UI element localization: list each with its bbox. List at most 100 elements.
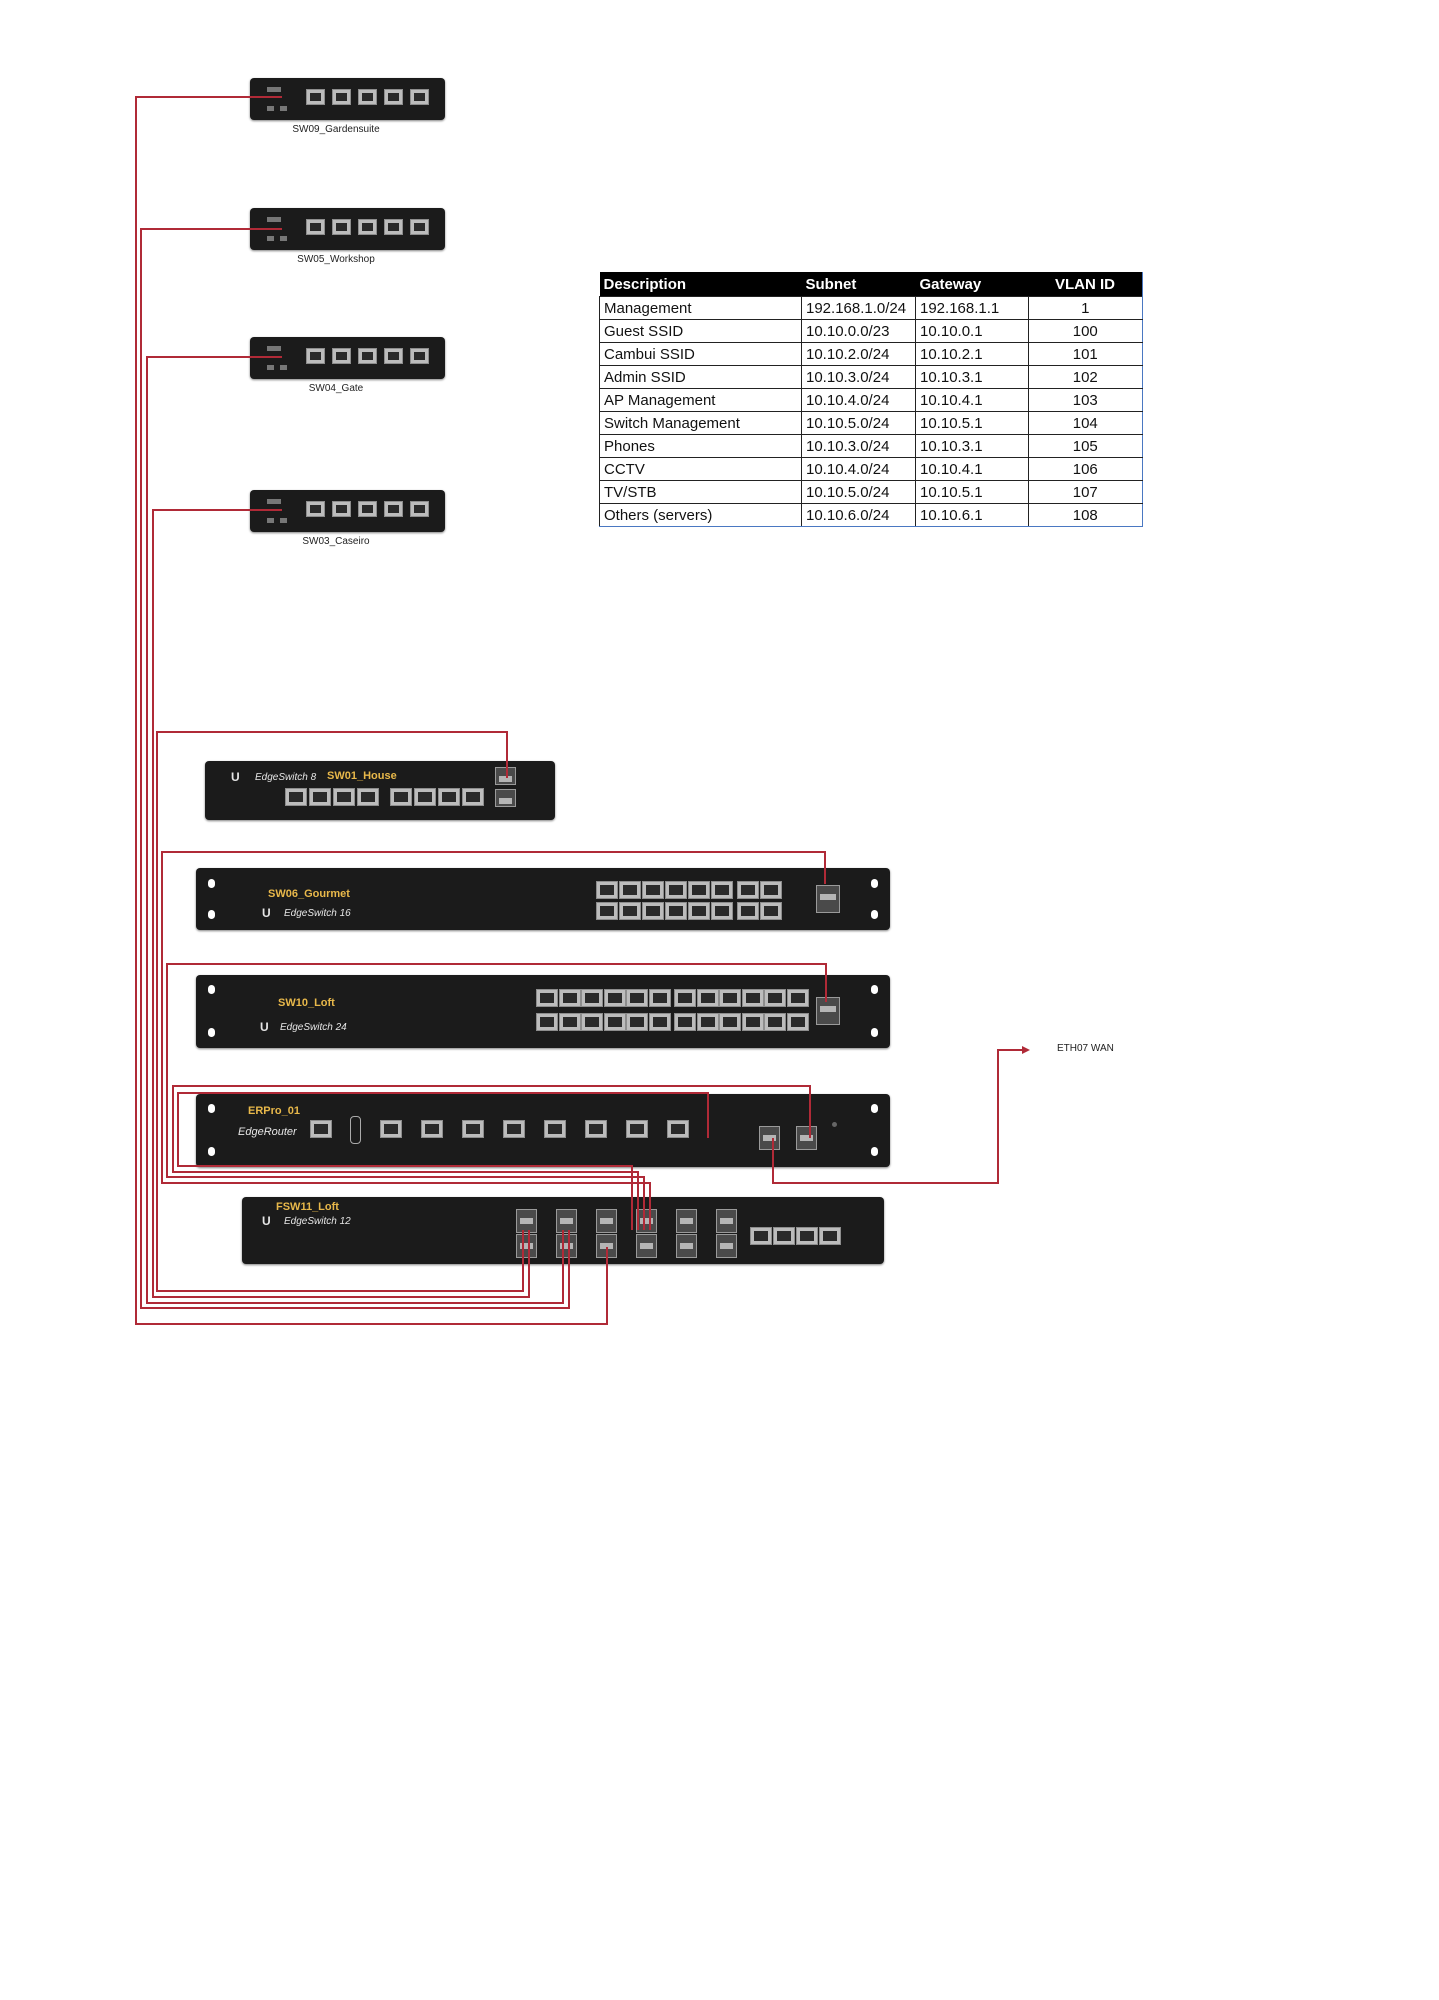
table-cell: 192.168.1.1 [915, 296, 1029, 320]
ethernet-port [309, 788, 331, 806]
ethernet-port [544, 1120, 566, 1138]
table-cell: AP Management [599, 388, 802, 412]
router-erpro: ERPro_01 EdgeRouter [196, 1094, 890, 1167]
table-cell: 10.10.2.0/24 [801, 342, 916, 366]
table-cell: 100 [1028, 319, 1143, 343]
sfp-port [495, 789, 516, 807]
column-header: Description [599, 272, 802, 297]
device-name: SW10_Loft [278, 997, 335, 1009]
ethernet-port [741, 1013, 764, 1031]
table-cell: Phones [599, 434, 802, 458]
ethernet-port [642, 881, 664, 899]
ethernet-port [750, 1227, 772, 1245]
ethernet-port [764, 1013, 786, 1031]
table-cell: 107 [1028, 480, 1143, 504]
ethernet-port [711, 881, 733, 899]
ethernet-port [332, 89, 351, 105]
ubiquiti-logo-icon: U [262, 1214, 271, 1228]
wan-label: ETH07 WAN [1057, 1043, 1114, 1054]
table-cell: 108 [1028, 503, 1143, 527]
ethernet-port [285, 788, 307, 806]
table-cell: Guest SSID [599, 319, 802, 343]
table-cell: 105 [1028, 434, 1143, 458]
ethernet-port [626, 989, 648, 1007]
ethernet-port [306, 348, 325, 364]
ethernet-port [357, 788, 379, 806]
ethernet-port [688, 902, 710, 920]
table-cell: Cambui SSID [599, 342, 802, 366]
sfp-port [596, 1234, 617, 1258]
sfp-port [636, 1234, 657, 1258]
table-cell: 101 [1028, 342, 1143, 366]
sfp-port [816, 885, 840, 913]
sfp-port [495, 767, 516, 785]
ubiquiti-logo-icon: U [260, 1020, 269, 1034]
ethernet-port [773, 1227, 795, 1245]
ethernet-port [786, 1013, 809, 1031]
sfp-port [716, 1234, 737, 1258]
ethernet-port [696, 989, 719, 1007]
table-cell: 192.168.1.0/24 [801, 296, 916, 320]
ethernet-port [764, 989, 786, 1007]
ethernet-port [719, 989, 741, 1007]
table-cell: Management [599, 296, 802, 320]
ethernet-port [665, 902, 687, 920]
ethernet-port [414, 788, 436, 806]
switch-sw09 [250, 78, 445, 120]
sfp-port [816, 997, 840, 1025]
ethernet-port [384, 89, 403, 105]
ethernet-port [626, 1120, 648, 1138]
switch-sw03 [250, 490, 445, 532]
table-cell: 102 [1028, 365, 1143, 389]
device-caption: SW04_Gate [308, 383, 364, 394]
table-cell: 10.10.4.0/24 [801, 457, 916, 481]
switch-sw01: U EdgeSwitch 8 SW01_House [205, 761, 555, 820]
model-label: EdgeSwitch 8 [255, 772, 317, 783]
ethernet-port [760, 902, 782, 920]
sfp-port [556, 1209, 577, 1233]
ethernet-port [306, 501, 325, 517]
table-cell: TV/STB [599, 480, 802, 504]
console-port [310, 1120, 332, 1138]
table-cell: 10.10.2.1 [915, 342, 1029, 366]
ethernet-port [358, 501, 377, 517]
device-caption: SW03_Caseiro [302, 536, 370, 547]
ethernet-port [674, 1013, 696, 1031]
table-cell: 10.10.5.0/24 [801, 411, 916, 435]
table-cell: 10.10.4.1 [915, 388, 1029, 412]
sfp-port [636, 1209, 657, 1233]
column-header: Gateway [915, 272, 1029, 297]
switch-fsw11: FSW11_Loft U EdgeSwitch 12 [242, 1197, 884, 1264]
table-cell: 10.10.3.0/24 [801, 434, 916, 458]
ethernet-port [674, 989, 696, 1007]
ethernet-port [410, 219, 429, 235]
sfp-port [796, 1126, 817, 1150]
table-cell: 10.10.5.0/24 [801, 480, 916, 504]
ethernet-port [384, 219, 403, 235]
column-header: VLAN ID [1028, 272, 1143, 297]
table-cell: 10.10.5.1 [915, 480, 1029, 504]
ethernet-port [333, 788, 355, 806]
table-cell: 106 [1028, 457, 1143, 481]
ethernet-port [796, 1227, 818, 1245]
switch-sw06: SW06_Gourmet U EdgeSwitch 16 [196, 868, 890, 930]
ethernet-port [384, 501, 403, 517]
ethernet-port [696, 1013, 719, 1031]
ethernet-port [603, 989, 626, 1007]
ethernet-port [626, 1013, 648, 1031]
table-cell: 10.10.4.0/24 [801, 388, 916, 412]
ethernet-port [332, 501, 351, 517]
device-name: SW01_House [327, 770, 397, 782]
power-led [832, 1122, 837, 1127]
ethernet-port [596, 902, 618, 920]
table-cell: 10.10.3.1 [915, 434, 1029, 458]
ethernet-port [332, 348, 351, 364]
ethernet-port [384, 348, 403, 364]
ethernet-port [581, 1013, 603, 1031]
